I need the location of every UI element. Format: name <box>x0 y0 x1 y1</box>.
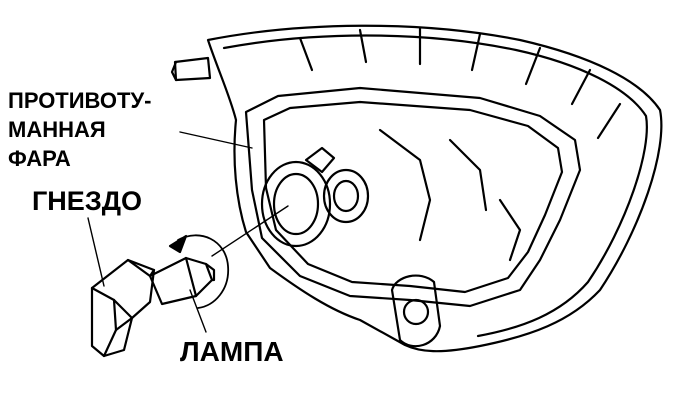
leader-line-fog-lamp <box>179 131 253 149</box>
lamp-bulb <box>148 256 216 306</box>
leader-lines <box>87 131 289 333</box>
leader-line-lamp <box>189 289 207 333</box>
bulb-socket <box>90 258 156 358</box>
fog-lamp-label: ПРОТИВОТУ- МАННАЯ ФАРА <box>8 86 151 173</box>
socket-label: ГНЕЗДО <box>32 186 142 216</box>
leader-line-socket <box>87 217 105 287</box>
lamp-label: ЛАМПА <box>180 336 284 367</box>
fog-lamp-label-line-2: МАННАЯ <box>8 117 106 142</box>
fog-lamp-housing <box>170 24 663 353</box>
leader-line-axis <box>211 205 289 257</box>
fog-lamp-label-line-1: ПРОТИВОТУ- <box>8 88 152 113</box>
fog-lamp-label-line-3: ФАРА <box>8 146 71 171</box>
rotation-arrow <box>168 234 229 309</box>
